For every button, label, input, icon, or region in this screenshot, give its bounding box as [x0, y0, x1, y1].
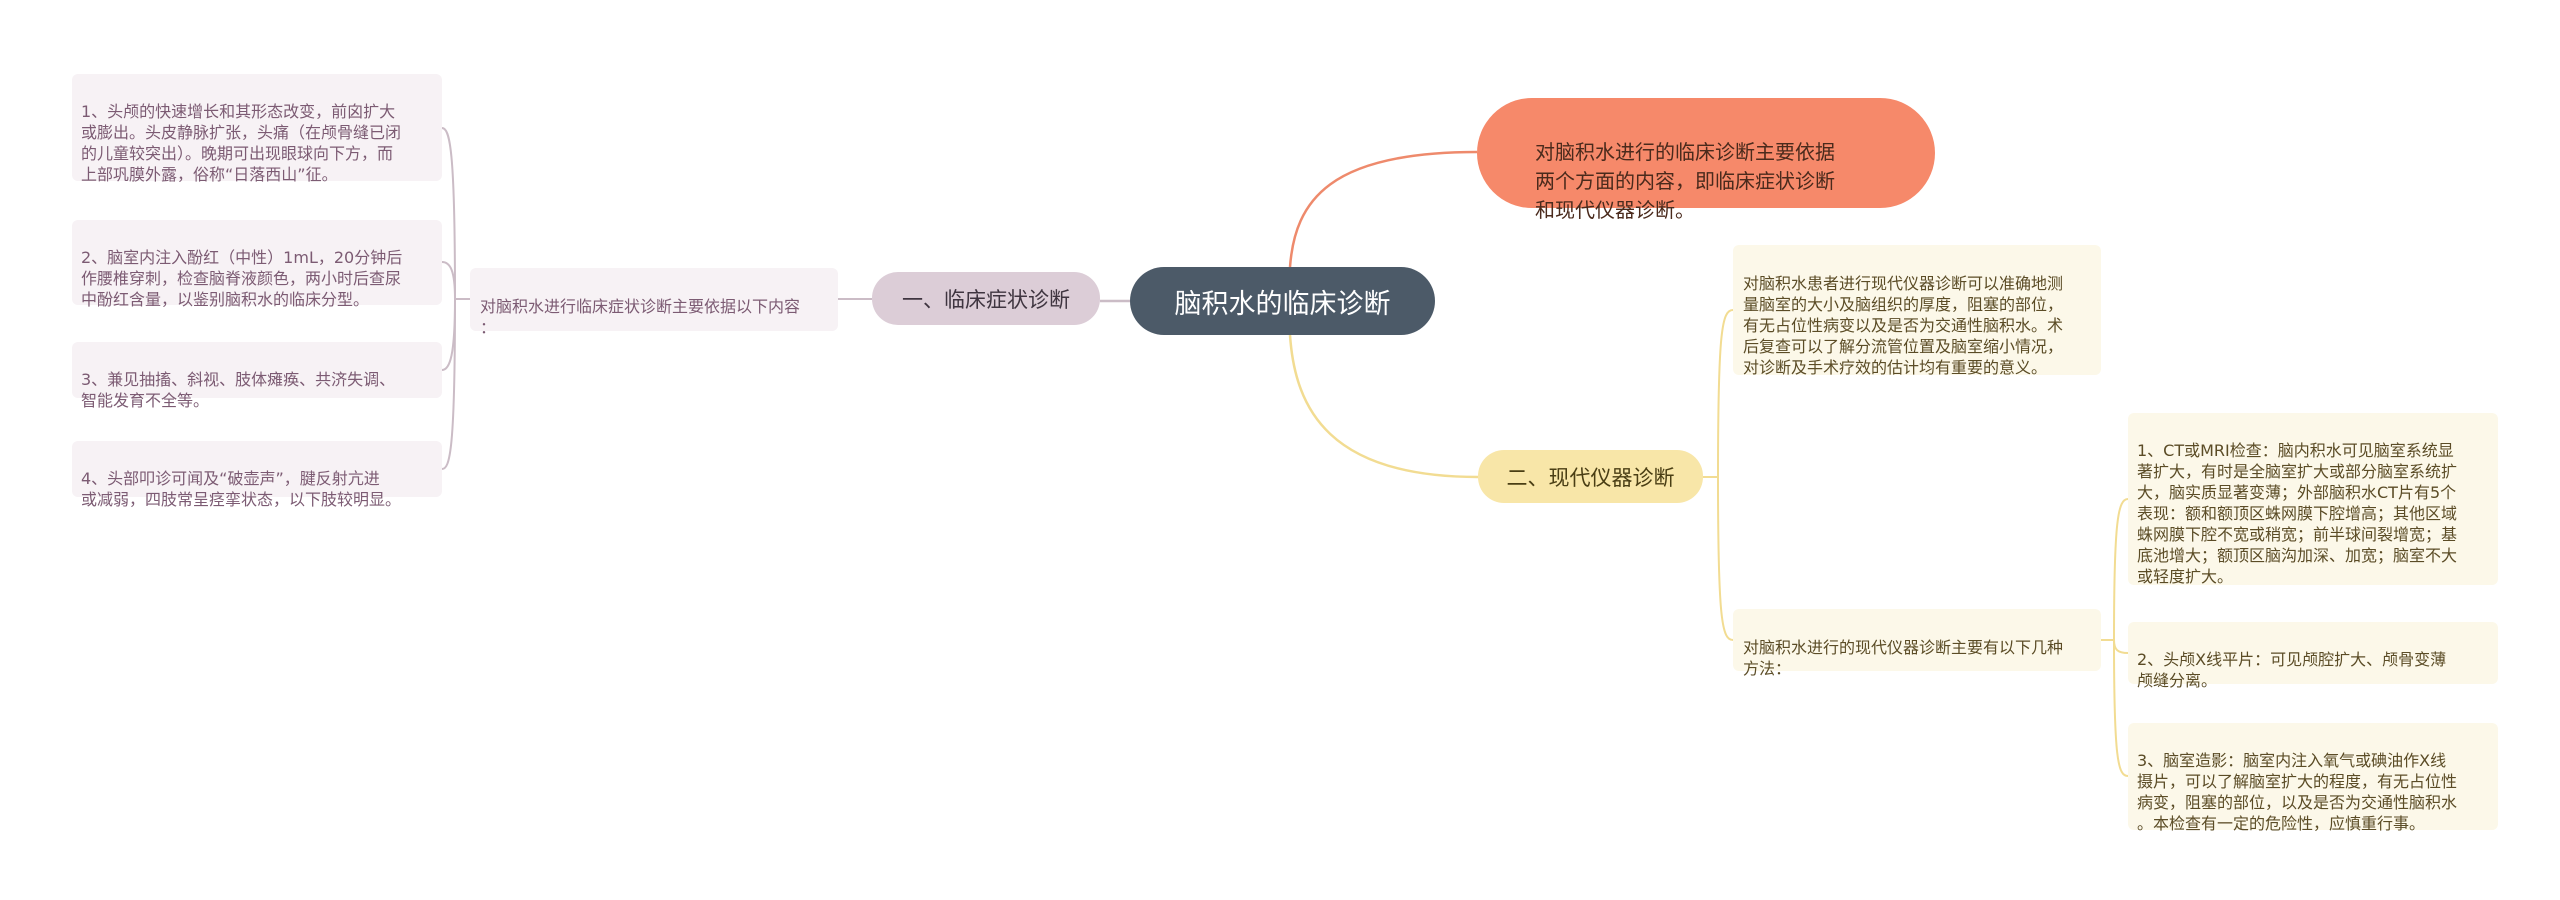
- leaf-symptom-4[interactable]: 4、头部叩诊可闻及“破壶声”，腱反射亢进 或减弱，四肢常呈痉挛状态，以下肢较明显…: [72, 441, 442, 509]
- branch-modern-instruments[interactable]: 二、现代仪器诊断: [1478, 450, 1703, 503]
- leaf-method-2-text: 2、头颅X线平片：可见颅腔扩大、颅骨变薄 颅缝分离。: [2137, 650, 2447, 690]
- subtopic-instrument-methods-text: 对脑积水进行的现代仪器诊断主要有以下几种 方法：: [1743, 638, 2064, 678]
- leaf-method-3-text: 3、脑室造影：脑室内注入氧气或碘油作X线 摄片，可以了解脑室扩大的程度，有无占位…: [2137, 751, 2458, 833]
- link-right-sub1: [1717, 309, 1734, 478]
- subtopic-instrument-purpose[interactable]: 对脑积水患者进行现代仪器诊断可以准确地测 量脑室的大小及脑组织的厚度，阻塞的部位…: [1733, 245, 2101, 377]
- branch-clinical-symptoms-label: 一、临床症状诊断: [902, 287, 1070, 312]
- link-left-leaf4: [441, 298, 456, 470]
- branch-modern-instruments-label: 二、现代仪器诊断: [1506, 465, 1675, 490]
- leaf-method-1[interactable]: 1、CT或MRI检查：脑内积水可见脑室系统显 著扩大，有时是全脑室扩大或部分脑室…: [2128, 413, 2498, 586]
- link-sub2-leaf2: [2113, 639, 2129, 654]
- link-right-sub2: [1717, 476, 1734, 641]
- branch-overview[interactable]: 对脑积水进行的临床诊断主要依据 两个方面的内容，即临床症状诊断 和现代仪器诊断。: [1477, 98, 1935, 222]
- leaf-symptom-2-text: 2、脑室内注入酚红（中性）1mL，20分钟后 作腰椎穿刺，检查脑脊液颜色，两小时…: [81, 248, 403, 309]
- link-sub2-leaf3: [2113, 639, 2129, 777]
- link-root-right: [1288, 334, 1479, 479]
- root-topic-label: 脑积水的临床诊断: [1174, 288, 1391, 320]
- link-sub2-leaf1: [2113, 498, 2129, 641]
- branch-overview-text: 对脑积水进行的临床诊断主要依据 两个方面的内容，即临床症状诊断 和现代仪器诊断。: [1535, 140, 1835, 222]
- branch-clinical-symptoms[interactable]: 一、临床症状诊断: [872, 272, 1100, 325]
- leaf-symptom-3-text: 3、兼见抽搐、斜视、肢体瘫痪、共济失调、 智能发育不全等。: [81, 370, 396, 410]
- subtopic-symptom-basis-text: 对脑积水进行临床症状诊断主要依据以下内容 ：: [480, 297, 801, 337]
- leaf-method-3[interactable]: 3、脑室造影：脑室内注入氧气或碘油作X线 摄片，可以了解脑室扩大的程度，有无占位…: [2128, 723, 2498, 833]
- subtopic-instrument-methods[interactable]: 对脑积水进行的现代仪器诊断主要有以下几种 方法：: [1733, 609, 2101, 678]
- leaf-method-1-text: 1、CT或MRI检查：脑内积水可见脑室系统显 著扩大，有时是全脑室扩大或部分脑室…: [2137, 441, 2458, 586]
- leaf-symptom-2[interactable]: 2、脑室内注入酚红（中性）1mL，20分钟后 作腰椎穿刺，检查脑脊液颜色，两小时…: [72, 220, 442, 309]
- leaf-symptom-1[interactable]: 1、头颅的快速增长和其形态改变，前囟扩大 或膨出。头皮静脉扩张，头痛（在颅骨缝已…: [72, 74, 442, 184]
- subtopic-instrument-purpose-text: 对脑积水患者进行现代仪器诊断可以准确地测 量脑室的大小及脑组织的厚度，阻塞的部位…: [1743, 274, 2064, 377]
- leaf-symptom-4-text: 4、头部叩诊可闻及“破壶声”，腱反射亢进 或减弱，四肢常呈痉挛状态，以下肢较明显…: [81, 469, 402, 509]
- link-left-leaf3: [441, 298, 456, 371]
- leaf-symptom-1-text: 1、头颅的快速增长和其形态改变，前囟扩大 或膨出。头皮静脉扩张，头痛（在颅骨缝已…: [81, 102, 402, 184]
- link-left-leaf1: [441, 127, 456, 300]
- link-left-leaf2: [441, 261, 456, 300]
- leaf-method-2[interactable]: 2、头颅X线平片：可见颅腔扩大、颅骨变薄 颅缝分离。: [2128, 622, 2498, 690]
- link-root-top: [1288, 150, 1478, 268]
- subtopic-symptom-basis[interactable]: 对脑积水进行临床症状诊断主要依据以下内容 ：: [470, 268, 838, 337]
- leaf-symptom-3[interactable]: 3、兼见抽搐、斜视、肢体瘫痪、共济失调、 智能发育不全等。: [72, 342, 442, 410]
- root-topic[interactable]: 脑积水的临床诊断: [1130, 267, 1435, 335]
